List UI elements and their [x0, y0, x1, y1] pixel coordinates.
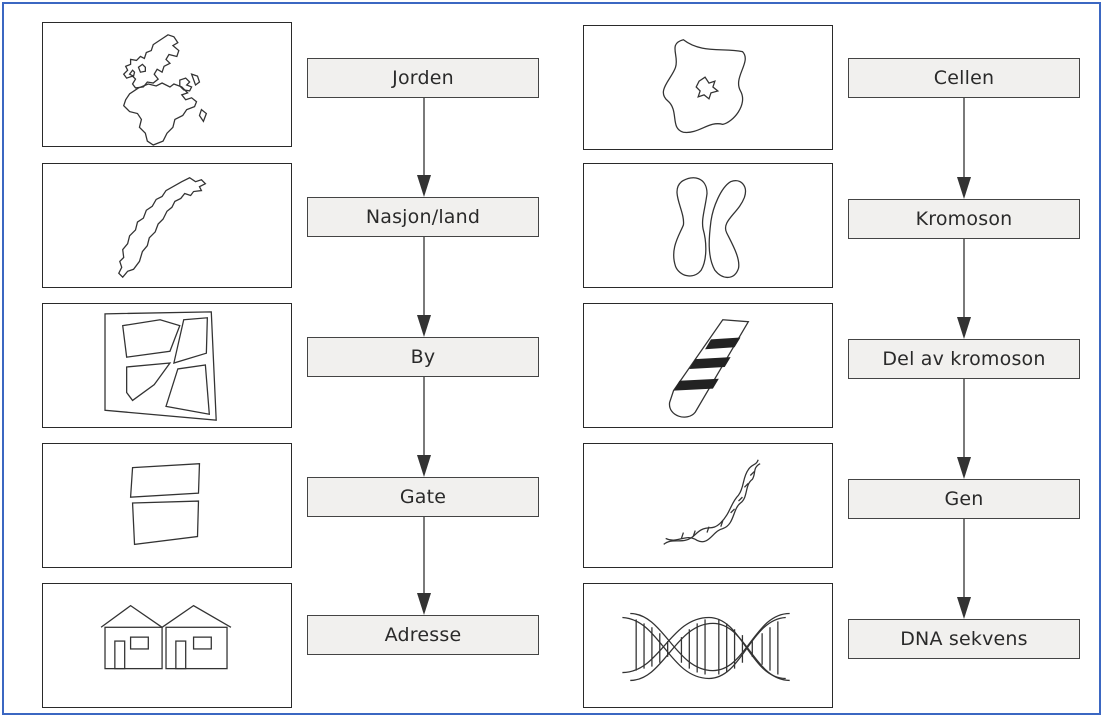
label-nasjon-land: Nasjon/land — [307, 197, 539, 237]
label-jorden: Jorden — [307, 58, 539, 98]
label-gen: Gen — [848, 479, 1080, 519]
chromosome-icon — [583, 163, 833, 288]
city-blocks-icon — [42, 303, 292, 428]
gene-icon — [583, 443, 833, 568]
street-icon — [42, 443, 292, 568]
label-kromoson: Kromoson — [848, 199, 1080, 239]
chromosome-part-icon — [583, 303, 833, 428]
label-cellen: Cellen — [848, 58, 1080, 98]
world-map-icon — [42, 22, 292, 147]
label-by: By — [307, 337, 539, 377]
cell-icon — [583, 25, 833, 150]
norway-map-icon — [42, 163, 292, 288]
label-gate: Gate — [307, 477, 539, 517]
label-adresse: Adresse — [307, 615, 539, 655]
label-dna-sekvens: DNA sekvens — [848, 619, 1080, 659]
houses-icon — [42, 583, 292, 708]
label-del-av-kromoson: Del av kromoson — [848, 339, 1080, 379]
dna-helix-icon — [583, 583, 833, 708]
